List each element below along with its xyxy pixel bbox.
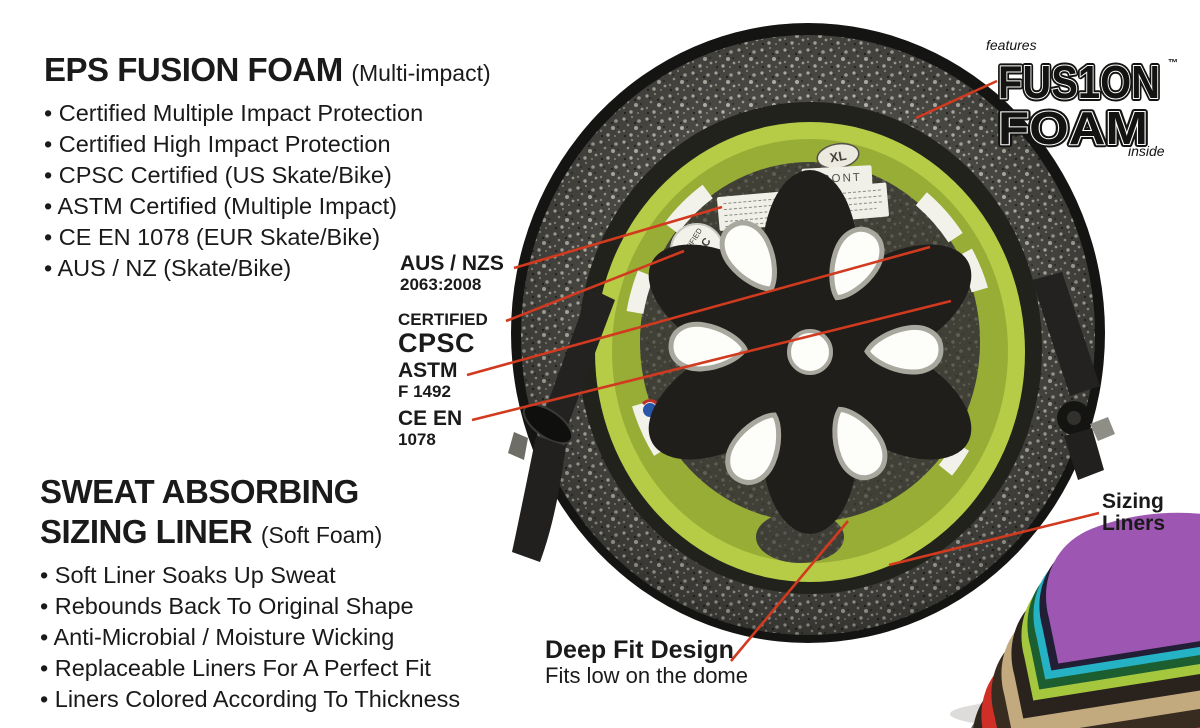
list-item: CPSC Certified (US Skate/Bike) — [44, 160, 491, 191]
sizing-liner-stack — [950, 494, 1200, 728]
eps-title-qualifier: (Multi-impact) — [351, 60, 491, 86]
callout-sizing-liners: Sizing Liners — [1102, 491, 1165, 535]
callout-line-ce-en — [471, 299, 952, 422]
logo-trademark-symbol: ™ — [1168, 58, 1178, 69]
cpsc-line1: CERTIFIED — [398, 310, 488, 329]
fusion-foam-logo: features FUS1ON FUS1ON FUS1ON ™ FOAM FOA… — [986, 37, 1178, 159]
callout-line-cpsc — [505, 249, 685, 323]
logo-foam-text: FOAM — [998, 102, 1148, 154]
size-sticker: XL — [816, 142, 860, 170]
logo-wordmark: FUS1ON FUS1ON FUS1ON ™ FOAM FOAM FOAM — [995, 53, 1178, 157]
center-vent-hole — [787, 329, 833, 375]
ce-en-line2: 1078 — [398, 430, 436, 449]
liner-title-text: SIZING LINER — [40, 513, 253, 550]
vent-holes — [670, 214, 942, 490]
list-item: Liners Colored According To Thickness — [40, 684, 460, 715]
logo-fusion-text: FUS1ON — [998, 56, 1160, 108]
callout-lines — [466, 79, 1100, 662]
callout-line-sizing-liners — [888, 511, 1100, 567]
callout-deep-fit: Deep Fit Design Fits low on the dome — [545, 637, 748, 688]
callout-astm: ASTM F 1492 — [398, 359, 458, 402]
logo-inside-text: inside — [1128, 143, 1165, 159]
callout-line-astm — [466, 245, 931, 377]
callout-ce-en: CE EN 1078 — [398, 407, 463, 450]
eps-section-title: EPS FUSION FOAM (Multi-impact) — [44, 50, 491, 93]
list-item: ASTM Certified (Multiple Impact) — [44, 191, 491, 222]
aus-nzs-line1: AUS / NZS — [400, 252, 504, 275]
cpsc-line2: CPSC — [398, 328, 476, 358]
list-item: Replaceable Liners For A Perfect Fit — [40, 653, 460, 684]
list-item: Soft Liner Soaks Up Sweat — [40, 560, 460, 591]
list-item: AUS / NZ (Skate/Bike) — [44, 253, 491, 284]
logo-features-text: features — [986, 37, 1037, 53]
aus-nzs-line2: 2063:2008 — [400, 275, 482, 294]
callout-line-deep-fit — [730, 520, 849, 662]
list-item: Rebounds Back To Original Shape — [40, 591, 460, 622]
deep-fit-title: Deep Fit Design — [545, 636, 734, 664]
logo-fusion-text: FUS1ON — [998, 56, 1160, 108]
logo-foam-text: FOAM — [998, 102, 1148, 154]
deep-fit-subtitle: Fits low on the dome — [545, 663, 748, 688]
logo-fusion-text: FUS1ON — [998, 56, 1160, 108]
eps-bullet-list: Certified Multiple Impact Protection Cer… — [44, 98, 491, 284]
callout-aus-nzs: AUS / NZS 2063:2008 — [400, 252, 504, 295]
right-strap — [1032, 272, 1115, 480]
callout-line-aus-nzs — [513, 205, 723, 270]
eps-title-text: EPS FUSION FOAM — [44, 51, 343, 88]
callout-cpsc: CERTIFIED CPSC — [398, 310, 488, 357]
list-item: Certified Multiple Impact Protection — [44, 98, 491, 129]
list-item: CE EN 1078 (EUR Skate/Bike) — [44, 222, 491, 253]
sizing-liners-line1: Sizing — [1102, 490, 1164, 513]
liner-section-title-line2: SIZING LINER (Soft Foam) — [40, 512, 460, 555]
astm-line2: F 1492 — [398, 382, 451, 401]
liner-title-qualifier: (Soft Foam) — [260, 522, 383, 548]
eps-foam-section: EPS FUSION FOAM (Multi-impact) Certified… — [44, 50, 491, 284]
logo-foam-text: FOAM — [998, 102, 1148, 154]
liner-section-title-line1: SWEAT ABSORBING — [40, 473, 359, 510]
callout-line-fusion-foam — [915, 79, 998, 120]
list-item: Anti-Microbial / Moisture Wicking — [40, 622, 460, 653]
list-item: Certified High Impact Protection — [44, 129, 491, 160]
liner-bullet-list: Soft Liner Soaks Up Sweat Rebounds Back … — [40, 560, 460, 715]
astm-line1: ASTM — [398, 359, 458, 382]
ce-en-line1: CE EN — [398, 407, 463, 430]
size-sticker-text: XL — [829, 148, 848, 166]
sizing-liners-line2: Liners — [1102, 512, 1166, 535]
sizing-liner-section: SWEAT ABSORBING SIZING LINER (Soft Foam)… — [40, 472, 460, 715]
left-strap — [508, 288, 615, 562]
